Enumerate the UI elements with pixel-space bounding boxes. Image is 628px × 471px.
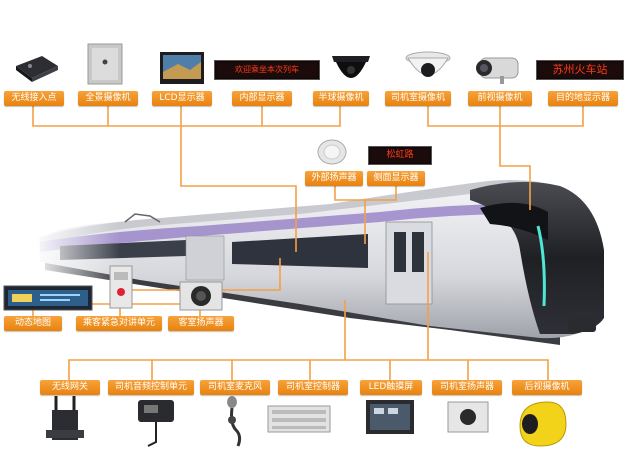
label-emergency-intercom: 乘客紧急对讲单元: [76, 316, 162, 331]
dome-camera-icon: [332, 56, 370, 78]
label-passenger-speaker: 客室扬声器: [168, 316, 234, 331]
pantograph: [124, 213, 161, 223]
label-rear-view-camera: 后视摄像机: [512, 380, 582, 395]
train-door-window-2: [412, 232, 424, 272]
emergency-intercom-icon: [109, 265, 133, 309]
front-view-camera-icon: [476, 57, 519, 84]
train-fade: [30, 200, 120, 290]
train-door-window: [394, 232, 406, 272]
rear-view-camera-icon: [519, 401, 567, 447]
top-bus-left: [32, 106, 341, 127]
cab-microphone-icon: [227, 396, 242, 447]
train-roof: [40, 180, 540, 244]
lcd-to-train: [180, 126, 297, 252]
label-destination-display: 目的地显示器: [548, 91, 618, 106]
train-headlight-strip: [536, 225, 546, 307]
cab-audio-control-icon: [138, 400, 174, 447]
label-dynamic-map: 动态地图: [4, 316, 62, 331]
label-cab-audio-control: 司机音频控制单元: [108, 380, 194, 395]
cab-speaker-icon: [447, 401, 489, 433]
top-bus-right: [427, 106, 584, 127]
panoramic-camera-icon: [87, 43, 123, 85]
train-windshield: [480, 202, 548, 240]
label-side-display: 侧面显示器: [367, 171, 425, 186]
dynamic-map-icon: [3, 285, 93, 311]
destination-display-screen: 苏州火车站: [536, 60, 624, 80]
train-door: [185, 235, 225, 281]
bottom-bus: [68, 359, 549, 380]
label-front-view-camera: 前视摄像机: [468, 91, 532, 106]
interior-display-screen: 欢迎乘坐本次列车: [214, 60, 320, 80]
passenger-speaker-icon: [179, 281, 223, 311]
lcd-display-icon: [160, 52, 204, 84]
label-led-touchscreen: LED触摸屏: [360, 380, 422, 395]
right-to-train: [499, 126, 531, 210]
train-coupler: [568, 318, 596, 332]
train-stripe: [40, 204, 520, 252]
label-cab-speaker: 司机室扬声器: [432, 380, 502, 395]
label-cab-controller: 司机室控制器: [278, 380, 348, 395]
led-touchscreen-icon: [366, 400, 414, 434]
label-lcd-display: LCD显示器: [152, 91, 212, 106]
label-wireless-access-point: 无线接入点: [4, 91, 64, 106]
train-nose: [470, 181, 604, 334]
wireless-gateway-icon: [46, 396, 84, 440]
label-panoramic-camera: 全景摄像机: [78, 91, 138, 106]
exterior-speaker-icon: [317, 139, 347, 165]
connector-lines: [32, 106, 584, 380]
label-cab-microphone: 司机室麦克风: [200, 380, 270, 395]
label-exterior-speaker: 外部扬声器: [305, 171, 363, 186]
train-window-band-2: [232, 234, 368, 268]
label-wireless-gateway: 无线网关: [40, 380, 100, 395]
label-interior-display: 内部显示器: [232, 91, 292, 106]
wireless-access-point-icon: [16, 56, 58, 82]
cab-controller-icon: [267, 405, 331, 433]
train-illustration: [30, 180, 604, 345]
side-display-screen: 松虹路: [368, 146, 432, 165]
train-door-2: [385, 221, 433, 305]
label-cab-camera: 司机室摄像机: [385, 91, 451, 106]
label-dome-camera: 半球摄像机: [313, 91, 369, 106]
cab-camera-icon: [405, 51, 451, 77]
